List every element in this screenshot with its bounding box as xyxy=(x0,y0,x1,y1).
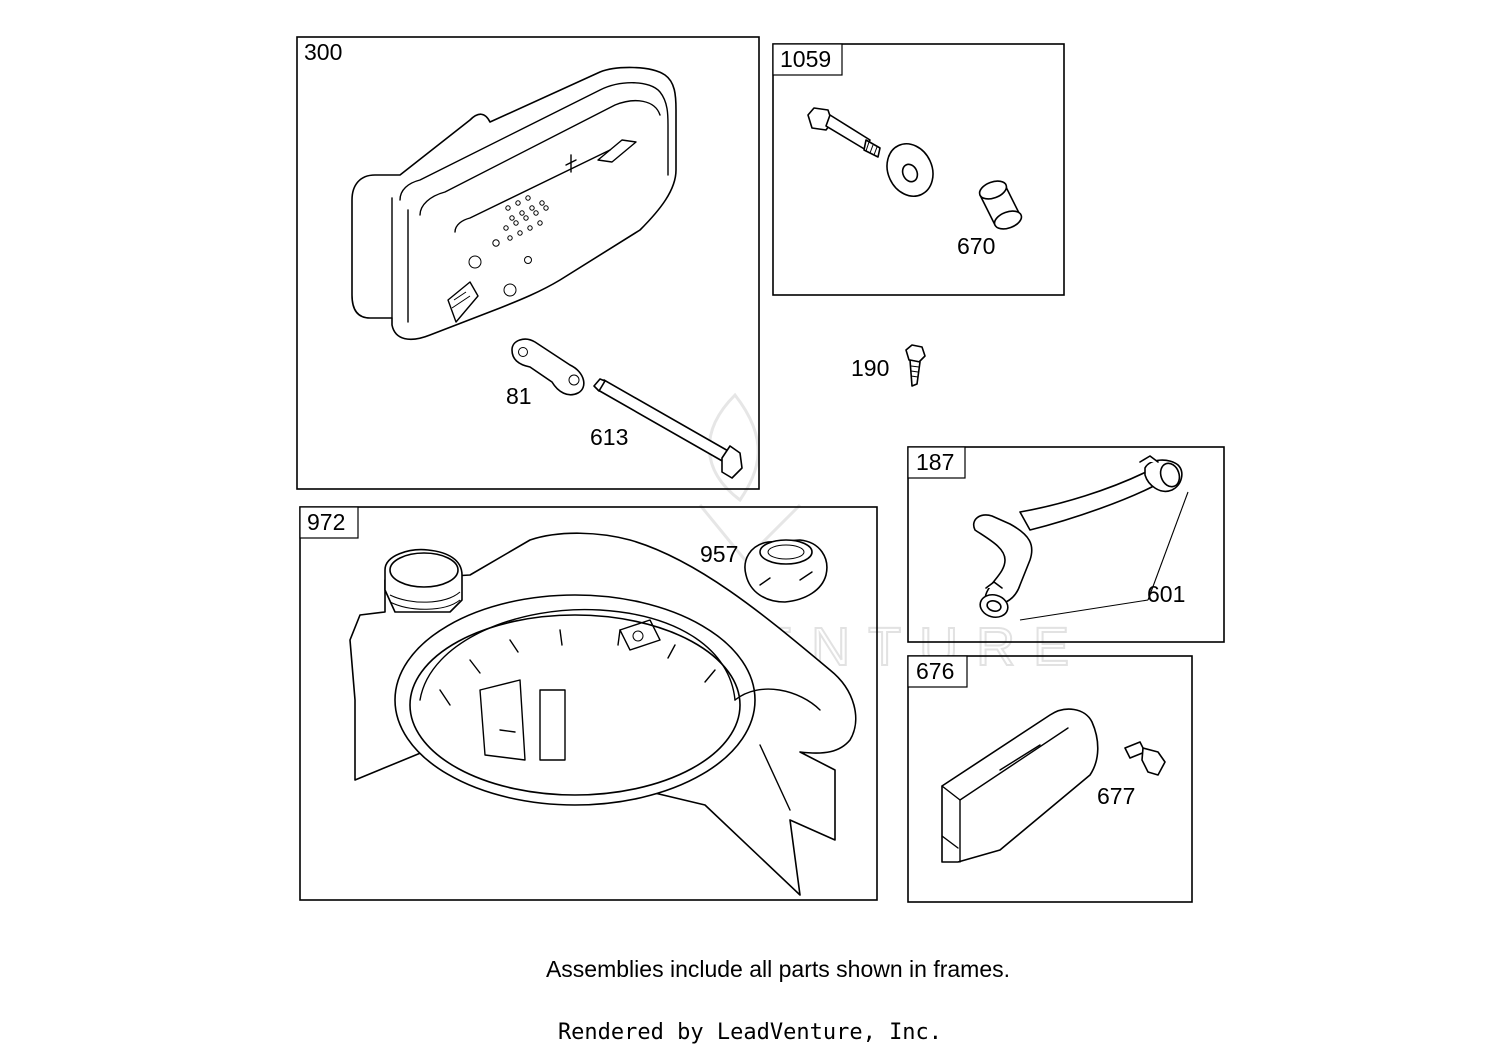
muffler xyxy=(351,66,677,341)
callout-677: 677 xyxy=(1097,783,1135,809)
screw-190 xyxy=(905,344,926,387)
screw-677 xyxy=(1124,741,1166,776)
fuel-line xyxy=(973,455,1183,619)
fuel-cap-957 xyxy=(744,539,828,603)
washer xyxy=(886,143,934,197)
frame-187: 187 601 xyxy=(907,446,1225,643)
frame-label-1059: 1059 xyxy=(780,46,831,72)
callout-601: 601 xyxy=(1147,581,1185,607)
callout-957: 957 xyxy=(700,541,738,567)
frame-label-300: 300 xyxy=(304,39,342,65)
spacer-670 xyxy=(978,180,1023,230)
frame-label-187: 187 xyxy=(916,449,954,475)
credit: Rendered by LeadVenture, Inc. xyxy=(557,1020,943,1045)
callout-670: 670 xyxy=(957,233,995,259)
frame-300: 300 81 xyxy=(296,36,760,490)
footnote: Assemblies include all parts shown in fr… xyxy=(545,956,1011,982)
fuel-tank xyxy=(349,532,857,896)
callout-81: 81 xyxy=(506,383,532,409)
frame-972: 972 xyxy=(299,506,878,901)
frame-label-676: 676 xyxy=(916,658,954,684)
callout-613: 613 xyxy=(590,424,628,450)
muffler-guard-81 xyxy=(511,338,585,396)
frame-label-972: 972 xyxy=(307,509,345,535)
muffler-bolt-613 xyxy=(593,378,743,479)
muffler-vent-dots xyxy=(468,195,549,297)
callout-190: 190 xyxy=(851,355,889,381)
shoulder-bolt xyxy=(807,107,881,158)
frame-676: 676 677 xyxy=(907,655,1193,903)
frame-1059: 1059 670 xyxy=(772,43,1065,296)
fuel-line-shield xyxy=(941,708,1099,863)
